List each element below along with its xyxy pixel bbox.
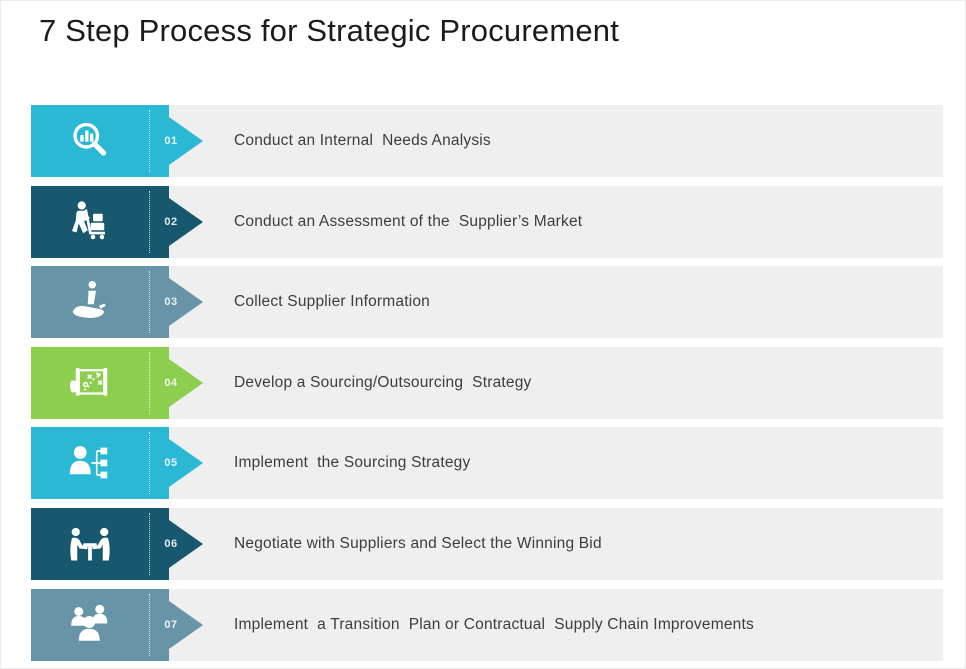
step-row-3: Collect Supplier Information 03: [31, 266, 943, 339]
dotted-divider: [149, 190, 150, 253]
step-bar: Conduct an Assessment of the Supplier’s …: [169, 185, 943, 258]
dotted-divider: [149, 271, 150, 334]
step-label: Implement a Transition Plan or Contractu…: [234, 615, 754, 633]
page-title: 7 Step Process for Strategic Procurement: [39, 13, 620, 48]
step-chip: 03: [31, 266, 177, 339]
step-row-2: Conduct an Assessment of the Supplier’s …: [31, 185, 943, 258]
worker-cart-icon: [31, 186, 149, 258]
step-arrow: [169, 197, 203, 246]
step-bar: Implement a Transition Plan or Contractu…: [169, 588, 943, 661]
negotiation-icon: [31, 508, 149, 580]
step-number: 03: [164, 296, 178, 309]
step-label: Collect Supplier Information: [234, 293, 430, 311]
step-row-1: Conduct an Internal Needs Analysis 01: [31, 105, 943, 177]
step-number: 05: [164, 457, 178, 470]
step-row-7: Implement a Transition Plan or Contractu…: [31, 588, 943, 661]
dotted-divider: [149, 512, 150, 575]
step-bar: Implement the Sourcing Strategy: [169, 427, 943, 500]
step-label: Negotiate with Suppliers and Select the …: [234, 534, 602, 552]
step-number: 04: [164, 376, 178, 389]
magnifier-chart-icon: [31, 105, 149, 177]
step-bar: Develop a Sourcing/Outsourcing Strategy: [169, 346, 943, 419]
step-chip: 07: [31, 588, 177, 661]
step-chip: 01: [31, 105, 177, 177]
step-arrow: [169, 600, 203, 649]
dotted-divider: [149, 593, 150, 656]
step-arrow: [169, 439, 203, 488]
step-chip: 05: [31, 427, 177, 500]
step-label: Conduct an Assessment of the Supplier’s …: [234, 212, 583, 230]
team-icon: [31, 589, 149, 661]
step-label: Develop a Sourcing/Outsourcing Strategy: [234, 373, 532, 391]
step-number: 02: [164, 215, 178, 228]
step-number: 06: [164, 537, 178, 550]
step-chip: 02: [31, 185, 177, 258]
step-number: 01: [164, 135, 178, 147]
step-label: Implement the Sourcing Strategy: [234, 454, 471, 472]
person-hierarchy-icon: [31, 427, 149, 499]
step-row-4: Develop a Sourcing/Outsourcing Strategy: [31, 346, 943, 419]
step-bar: Negotiate with Suppliers and Select the …: [169, 507, 943, 580]
hand-info-icon: [31, 266, 149, 338]
dotted-divider: [149, 110, 150, 172]
step-arrow: [169, 278, 203, 327]
step-number: 07: [164, 618, 178, 631]
step-bar: Conduct an Internal Needs Analysis: [169, 105, 943, 177]
step-arrow: [169, 358, 203, 407]
dotted-divider: [149, 351, 150, 414]
step-chip: 06: [31, 507, 177, 580]
dotted-divider: [149, 432, 150, 495]
step-chip: 04: [31, 346, 177, 419]
step-row-6: Negotiate with Suppliers and Select the …: [31, 507, 943, 580]
step-bar: Collect Supplier Information: [169, 266, 943, 339]
step-arrow: [169, 519, 203, 568]
step-arrow: [169, 117, 203, 165]
step-list: Conduct an Internal Needs Analysis 01: [31, 105, 943, 669]
step-label: Conduct an Internal Needs Analysis: [234, 132, 491, 149]
strategy-board-icon: [31, 347, 149, 419]
step-row-5: Implement the Sourcing Strategy: [31, 427, 943, 500]
